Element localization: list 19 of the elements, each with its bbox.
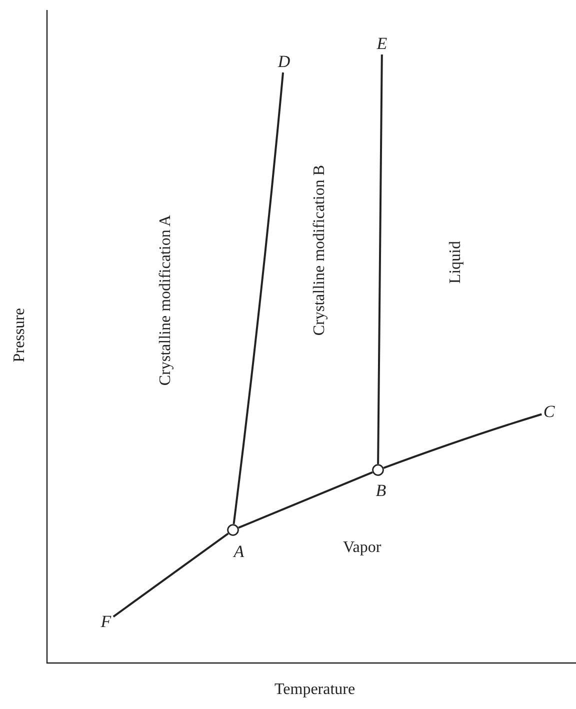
phase-boundary-line	[112, 532, 229, 618]
phase-boundary-line	[383, 413, 542, 469]
region-label: Crystalline modification B	[310, 164, 329, 336]
triple-point-circle	[227, 524, 239, 536]
triple-point-circle	[372, 464, 384, 476]
phase-boundary-line	[238, 471, 373, 529]
point-label: C	[542, 402, 556, 422]
axis-label: Temperature	[274, 680, 356, 700]
region-label: Vapor	[343, 538, 382, 558]
point-label: E	[375, 34, 389, 54]
point-label: A	[232, 542, 246, 562]
region-label: Crystalline modification A	[156, 214, 175, 386]
point-label: B	[374, 481, 388, 501]
point-label: D	[277, 52, 291, 72]
phase-boundary-line	[377, 54, 383, 464]
point-label: F	[99, 612, 113, 632]
region-label: Liquid	[446, 240, 465, 284]
axis-label: Pressure	[10, 308, 29, 362]
phase-boundary-line	[232, 72, 284, 524]
